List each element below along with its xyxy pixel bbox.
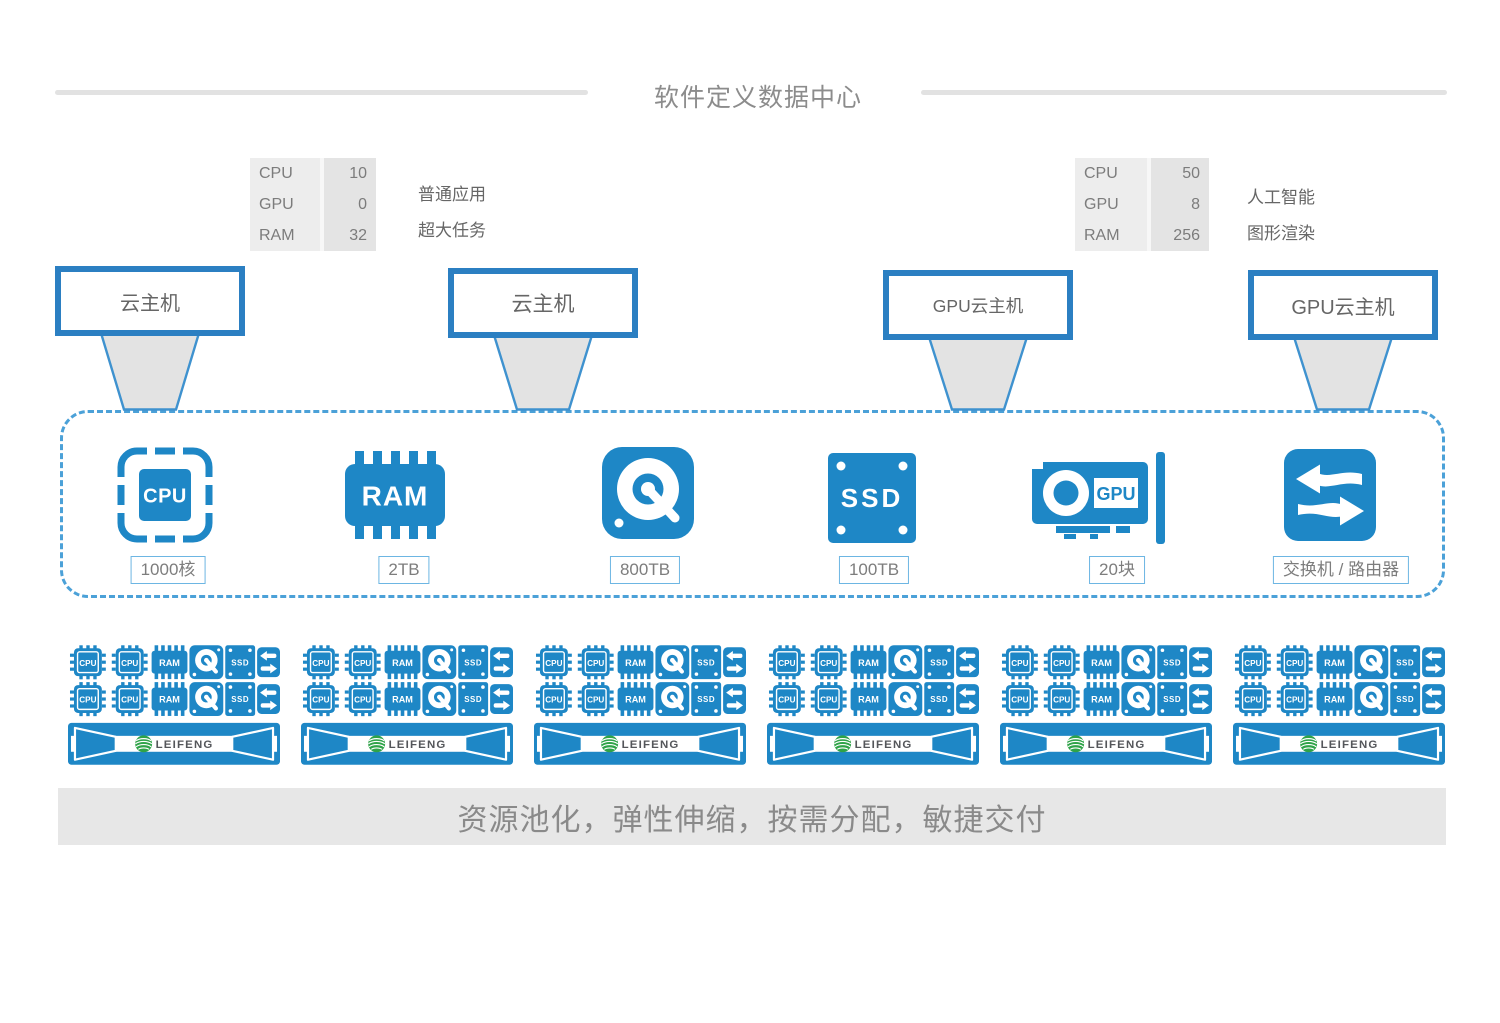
spec-value: 32: [349, 227, 367, 244]
svg-text:SSD: SSD: [841, 483, 903, 513]
spec-table-right-values: 50 8 256: [1151, 158, 1209, 251]
cpu-chip-icon: CPU: [117, 447, 213, 543]
pool-label-ssd: 100TB: [838, 556, 910, 584]
spec-note-right: 人工智能 图形渲染: [1247, 180, 1315, 252]
host-box-cloud-1: 云主机: [55, 266, 245, 336]
spec-note-line: 超大任务: [418, 221, 486, 240]
spec-label: CPU: [1084, 165, 1118, 182]
server-rack: [1000, 645, 1212, 765]
spec-value: 50: [1182, 165, 1200, 182]
spec-label: RAM: [1084, 227, 1120, 244]
svg-text:GPU: GPU: [1096, 484, 1135, 504]
title-divider-right: [921, 90, 1447, 95]
host-label: 云主机: [120, 292, 180, 315]
server-rack: [534, 645, 746, 765]
spec-table-left-values: 10 0 32: [324, 158, 376, 251]
server-rack: [301, 645, 513, 765]
host-box-gpu-2: GPU云主机: [1248, 270, 1438, 340]
server-rack: [68, 645, 280, 765]
svg-text:RAM: RAM: [362, 481, 429, 512]
host-label: GPU云主机: [1291, 296, 1395, 319]
spec-table-divider: [320, 158, 324, 251]
spec-note-line: 图形渲染: [1247, 224, 1315, 243]
pool-label-cpu: 1000核: [130, 556, 206, 584]
page-title: 软件定义数据中心: [653, 84, 862, 112]
funnel-connector: [927, 337, 1029, 411]
spec-table-right-labels: CPU GPU RAM: [1075, 158, 1147, 251]
server-rack: [1233, 645, 1445, 765]
host-label: GPU云主机: [932, 295, 1024, 316]
spec-note-line: 普通应用: [418, 185, 486, 204]
spec-note-left: 普通应用 超大任务: [418, 177, 486, 249]
title-divider-left: [55, 90, 588, 95]
ram-module-icon: RAM: [345, 451, 445, 539]
server-rack: [767, 645, 979, 765]
spec-table-left: CPU GPU RAM 10 0 32: [250, 158, 376, 251]
pool-label-hdd: 800TB: [609, 556, 681, 584]
spec-value: 256: [1173, 227, 1200, 244]
footer-banner: 资源池化，弹性伸缩，按需分配，敏捷交付: [58, 788, 1446, 845]
ssd-icon: SSD: [828, 453, 916, 543]
pool-label-gpu: 20块: [1089, 556, 1145, 584]
spec-table-divider: [1147, 158, 1151, 251]
funnel-connector: [99, 333, 201, 411]
spec-label: GPU: [259, 196, 294, 213]
host-box-cloud-2: 云主机: [448, 268, 638, 338]
funnel-connector: [1292, 337, 1394, 411]
spec-value: 0: [358, 196, 367, 213]
spec-value: 8: [1191, 196, 1200, 213]
footer-slogan: 资源池化，弹性伸缩，按需分配，敏捷交付: [457, 803, 1047, 837]
network-switch-icon: [1284, 449, 1376, 541]
resource-pool-container: [60, 410, 1445, 598]
pool-label-switch: 交换机 / 路由器: [1272, 556, 1410, 584]
spec-label: RAM: [259, 227, 295, 244]
spec-label: GPU: [1084, 196, 1119, 213]
spec-note-line: 人工智能: [1247, 188, 1315, 207]
host-box-gpu-1: GPU云主机: [883, 270, 1073, 340]
pool-label-ram: 2TB: [378, 556, 430, 584]
spec-value: 10: [349, 165, 367, 182]
spec-table-left-labels: CPU GPU RAM: [250, 158, 320, 251]
svg-text:CPU: CPU: [143, 486, 187, 508]
host-label: 云主机: [511, 293, 575, 316]
spec-table-right: CPU GPU RAM 50 8 256: [1075, 158, 1209, 251]
spec-label: CPU: [259, 165, 293, 182]
gpu-card-icon: GPU: [1032, 452, 1165, 544]
funnel-connector: [492, 335, 594, 411]
hard-disk-icon: [602, 447, 694, 539]
